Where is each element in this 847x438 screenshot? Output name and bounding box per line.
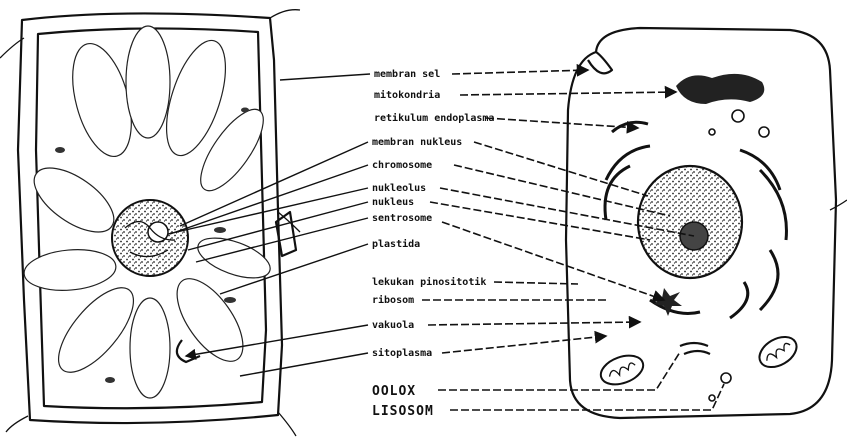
label-mitochondria-top: mitokondria	[374, 89, 440, 101]
label-centrosome: sentrosome	[372, 213, 432, 224]
label-chromosome: chromosome	[372, 160, 432, 171]
label-plastid: plastida	[372, 238, 420, 250]
mitochondria	[597, 331, 802, 390]
label-lysosome: LISOSOM	[372, 404, 434, 419]
golgi-apparatus	[676, 74, 764, 104]
plant-vacuole-hook	[177, 340, 200, 362]
label-pinocytosis: lekukan pinositotik	[372, 276, 486, 288]
membrane-indent	[588, 52, 612, 73]
animal-cell	[566, 28, 847, 418]
label-cytoplasm: sitoplasma	[372, 347, 432, 359]
labels: membran sel mitokondria retikulum endopl…	[372, 69, 494, 419]
label-nucleolus: nukleolus	[372, 183, 426, 194]
neighbor-wall-right	[278, 212, 300, 232]
neighbor-wall-bottom-left	[6, 416, 28, 432]
plant-cell	[0, 10, 300, 436]
label-ribosome: ribosom	[372, 294, 414, 306]
neighbor-wall-bottom-right	[278, 412, 296, 436]
neighbor-wall-top-right	[270, 10, 300, 18]
tubule	[680, 343, 710, 354]
label-vacuole: vakuola	[372, 320, 414, 331]
label-cell-membrane: membran sel	[374, 69, 440, 80]
label-mitochondria: OOLOX	[372, 384, 416, 399]
neighbor-edge-right	[830, 200, 847, 210]
label-nuclear-membrane: membran nukleus	[372, 137, 462, 148]
label-endoplasmic-reticulum: retikulum endoplasma	[374, 112, 494, 124]
label-nucleus: nukleus	[372, 197, 414, 208]
